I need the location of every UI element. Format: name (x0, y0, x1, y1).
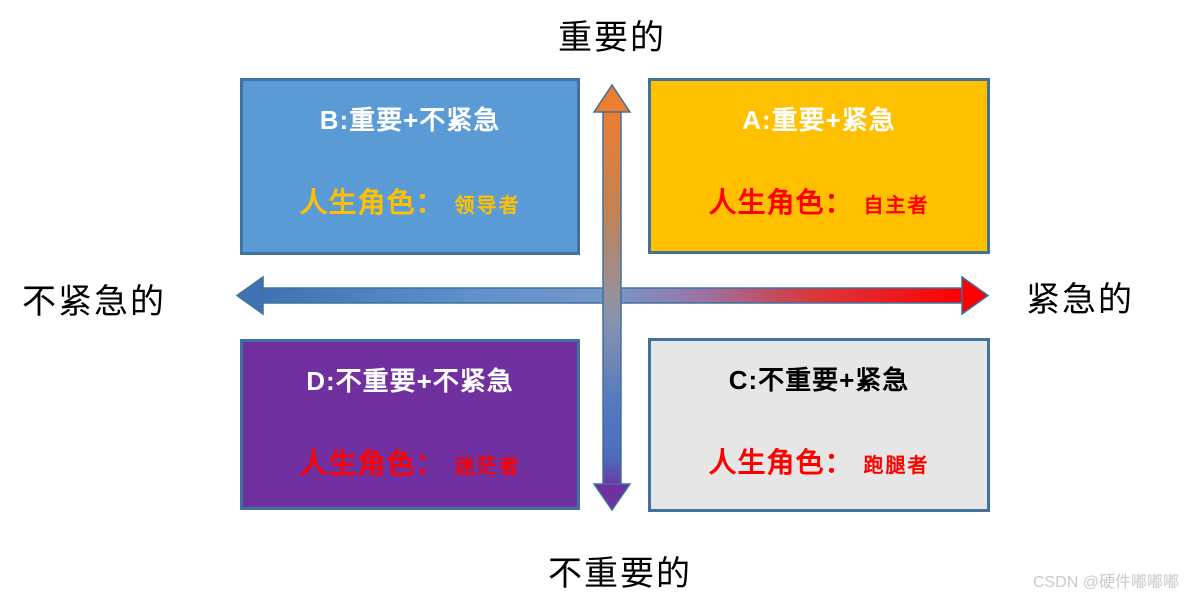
quadrant-d-not-important-not-urgent: D:不重要+不紧急 人生角色： 迷茫者 (240, 339, 580, 510)
quadrant-a-important-urgent: A:重要+紧急 人生角色： 自主者 (648, 78, 990, 254)
horizontal-axis-arrow (235, 275, 990, 316)
quadrant-c-title: C:不重要+紧急 (728, 365, 910, 395)
quadrant-b-role-line: 人生角色： 领导者 (243, 181, 577, 221)
quadrant-d-role-line: 人生角色： 迷茫者 (243, 442, 577, 482)
quadrant-b-role-name: 领导者 (454, 195, 521, 217)
vertical-axis-arrow (592, 83, 632, 512)
quadrant-a-role-label: 人生角色： (708, 188, 854, 219)
quadrant-b-title: B:重要+不紧急 (319, 105, 501, 135)
quadrant-c-role-label: 人生角色： (708, 448, 854, 479)
quadrant-b-role-label: 人生角色： (299, 188, 445, 219)
quadrant-d-role-name: 迷茫者 (454, 456, 521, 478)
quadrant-b-important-not-urgent: B:重要+不紧急 人生角色： 领导者 (240, 78, 580, 255)
quadrant-a-title: A:重要+紧急 (742, 105, 896, 135)
quadrant-d-role-label: 人生角色： (299, 449, 445, 480)
quadrant-c-not-important-urgent: C:不重要+紧急 人生角色： 跑腿者 (648, 338, 990, 512)
quadrant-a-role-name: 自主者 (863, 195, 930, 217)
axis-label-not-important: 不重要的 (548, 556, 692, 593)
quadrant-a-role-line: 人生角色： 自主者 (651, 181, 987, 221)
quadrant-c-role-line: 人生角色： 跑腿者 (651, 441, 987, 481)
axis-label-important: 重要的 (558, 20, 666, 57)
axis-label-not-urgent: 不紧急的 (22, 284, 166, 321)
quadrant-d-title: D:不重要+不紧急 (306, 366, 514, 396)
quadrant-c-role-name: 跑腿者 (863, 455, 930, 477)
axis-label-urgent: 紧急的 (1026, 282, 1134, 319)
csdn-watermark: CSDN @硬件嘟嘟嘟 (1032, 574, 1179, 591)
